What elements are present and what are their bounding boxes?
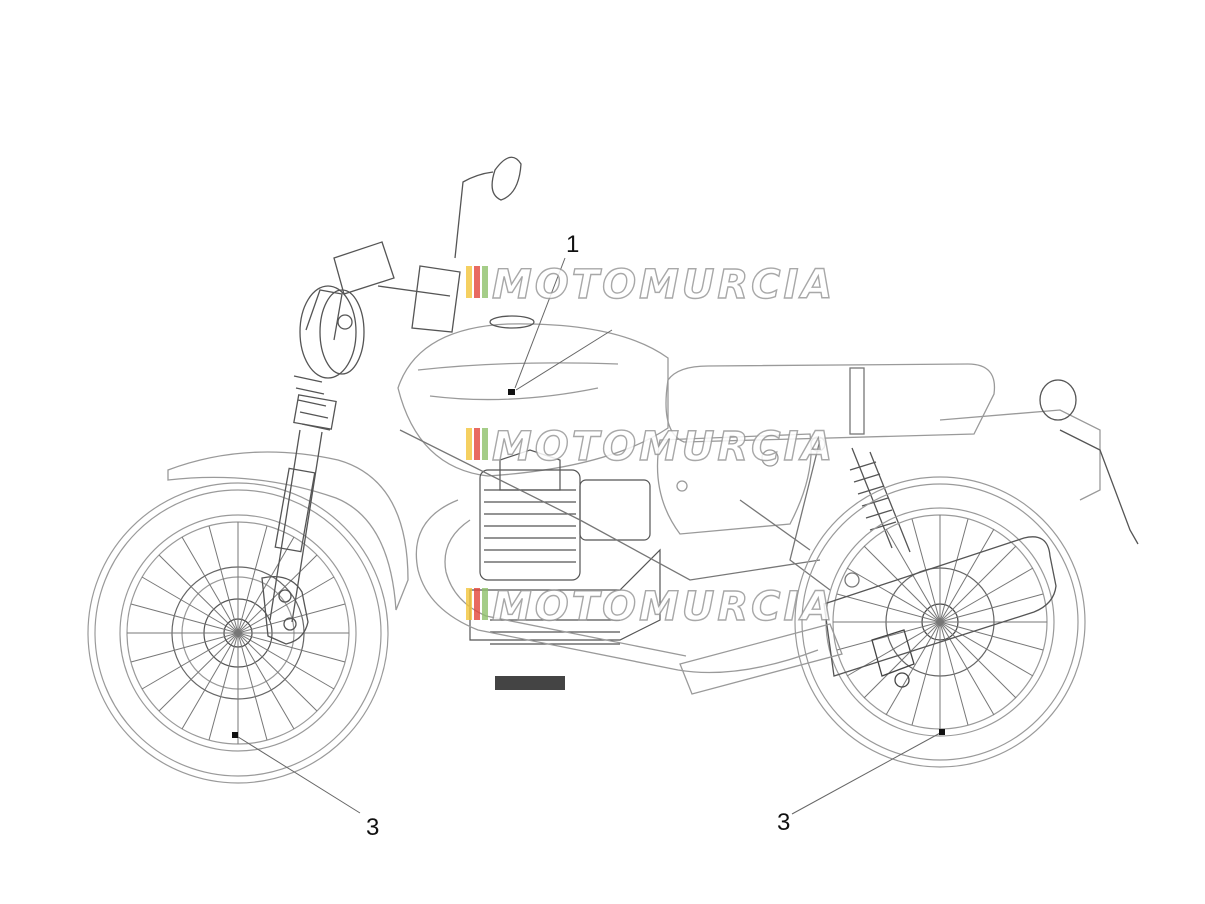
rear-wheel [794,476,1086,768]
callout-number-3-front: 3 [366,814,379,841]
leader-line-1a [514,257,566,389]
front-fork [269,289,343,623]
leader-line-1b [515,329,613,391]
decal-marker-front-rim [232,732,238,738]
leader-line-3-front [234,734,361,814]
callout-number-1: 1 [566,231,579,258]
front-wheel [87,482,389,784]
watermark-middle: MOTOMURCIA [466,423,835,471]
rear-wheel-spokes [833,515,1047,729]
callout-leaders [234,257,943,815]
exhaust-header [415,499,819,674]
instrument-cluster [333,241,395,295]
decal-marker-rear-rim [939,729,945,735]
rear-brake-caliper [871,629,915,688]
rear-turn-signal [1039,379,1139,545]
headlight [299,285,365,379]
watermark-top: MOTOMURCIA [466,261,835,309]
handlebar-mirror [377,156,522,333]
watermark-text-middle: MOTOMURCIA [492,424,835,470]
seat [665,363,1101,501]
watermark-text-top: MOTOMURCIA [492,262,835,308]
watermark-bottom: MOTOMURCIA [466,583,835,631]
callout-number-3-rear: 3 [777,809,790,836]
side-panel [656,433,812,535]
rear-shock [849,447,911,553]
frame [399,429,860,591]
front-fender [167,451,409,611]
leader-line-3-rear [791,731,943,815]
engine [469,449,661,690]
watermark-text-bottom: MOTOMURCIA [492,584,835,630]
muffler [679,536,1057,695]
decal-marker-tank [508,389,515,395]
front-brake-caliper [261,575,309,645]
front-wheel-spokes [127,522,349,744]
